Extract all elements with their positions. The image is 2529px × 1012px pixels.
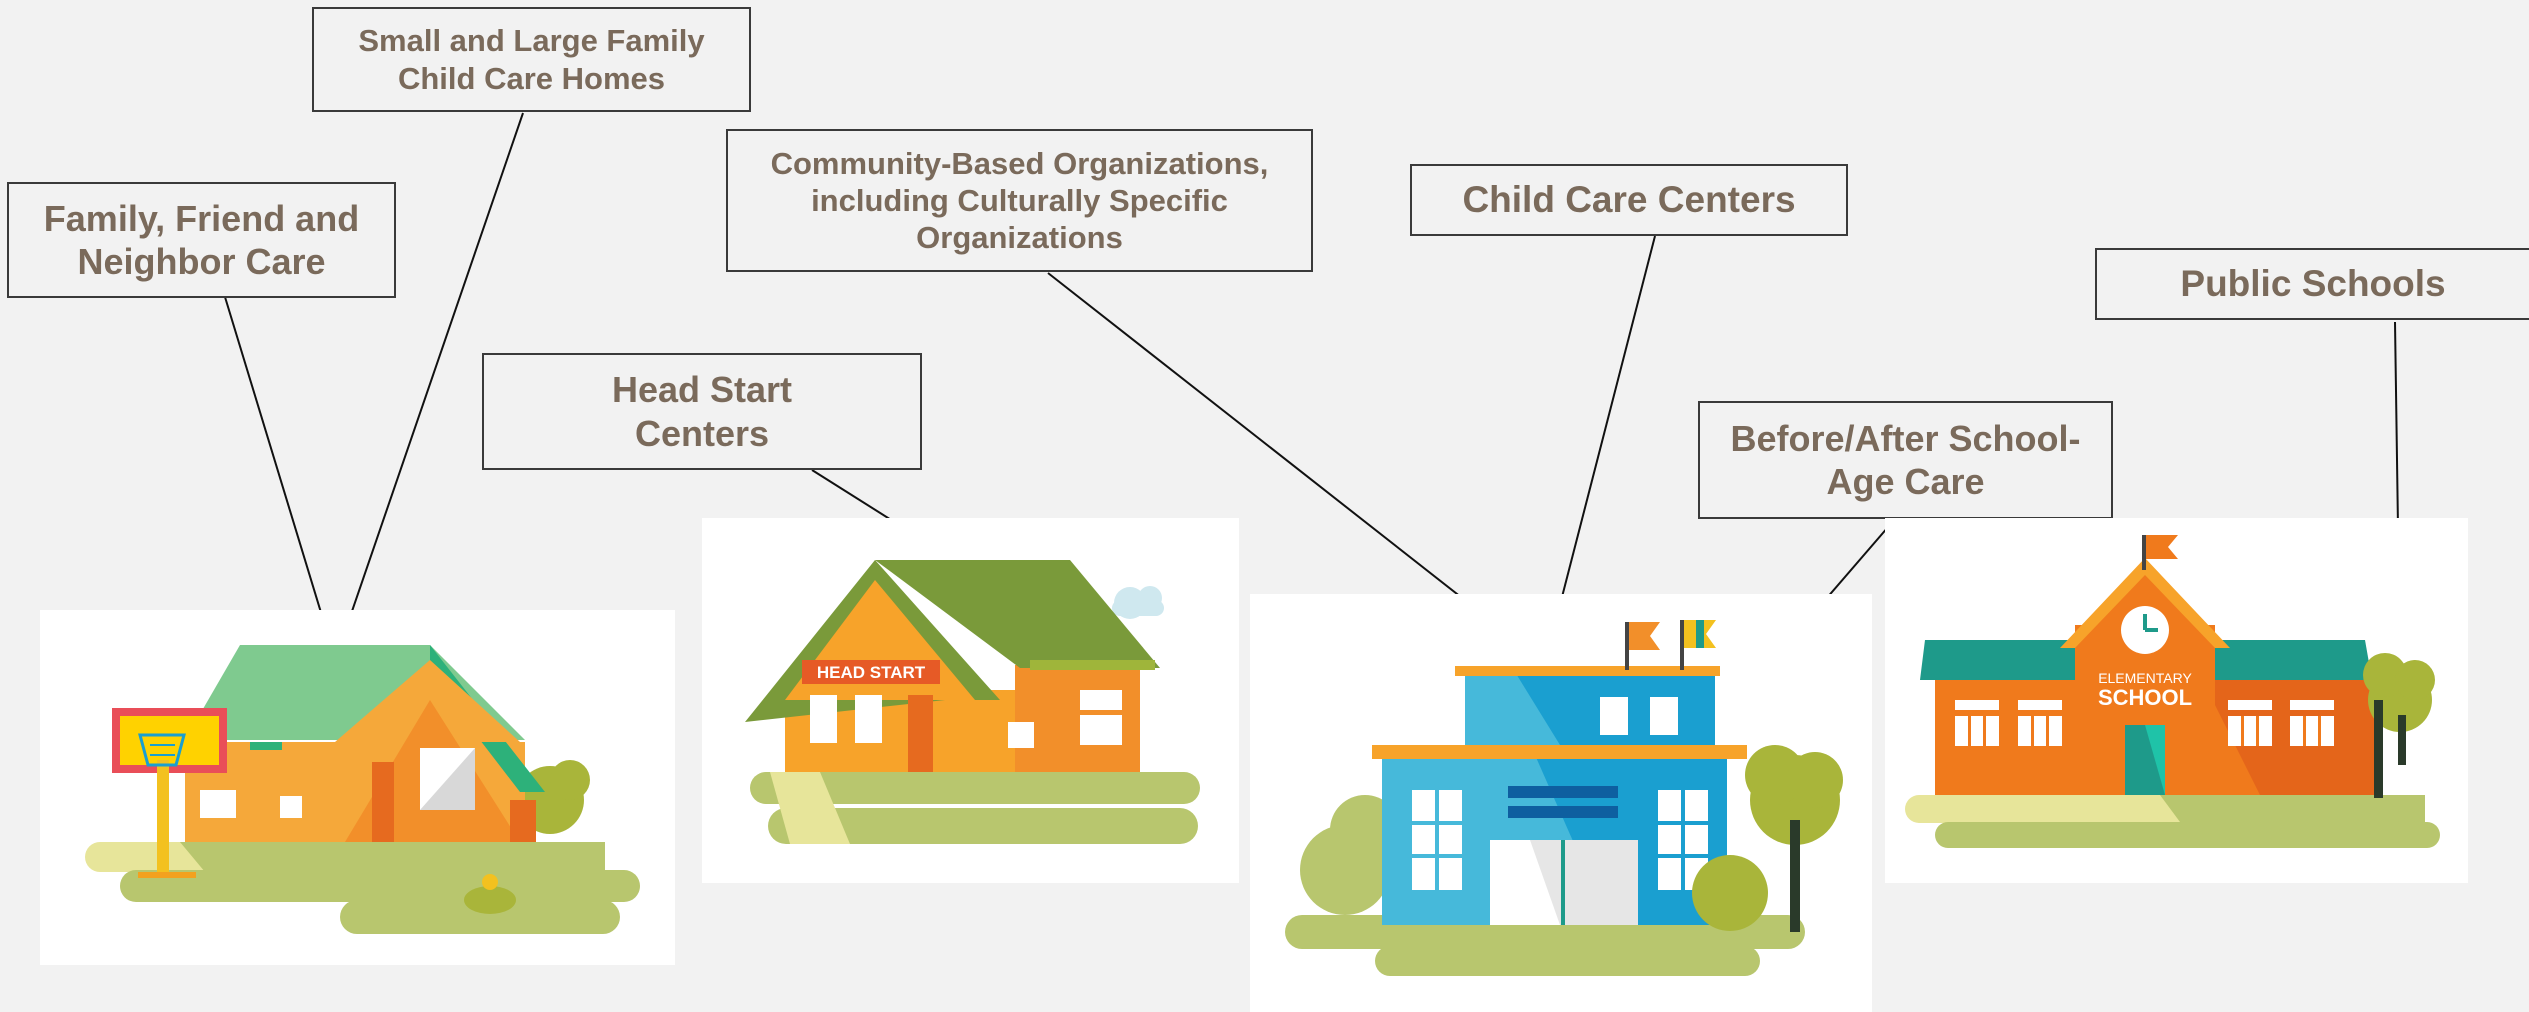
school-illustration: ELEMENTARY SCHOOL xyxy=(1905,535,2440,848)
head-start-sign: HEAD START xyxy=(817,663,926,682)
child-care-center-illustration xyxy=(1285,620,1843,976)
label-line: Neighbor Care xyxy=(77,241,326,282)
label-line: including Culturally Specific xyxy=(811,182,1228,218)
label-child-care-centers: Child Care Centers xyxy=(1410,164,1848,236)
label-line: Family, Friend and xyxy=(43,197,360,239)
label-line: Head Start xyxy=(611,369,793,411)
label-community-based-organizations: Community-Based Organizations,including … xyxy=(726,129,1313,272)
connector-child-care-centers xyxy=(1544,235,1656,664)
school-sign-large: SCHOOL xyxy=(2098,685,2192,710)
connector-family-friend xyxy=(224,296,334,653)
label-line: Organizations xyxy=(916,220,1123,256)
school-sign-small: ELEMENTARY xyxy=(2098,670,2192,686)
label-line: Small and Large Family xyxy=(358,23,705,59)
house-illustration xyxy=(85,645,640,934)
label-before-after-school-age-care: Before/After School-Age Care xyxy=(1698,401,2113,519)
label-public-schools: Public Schools xyxy=(2095,248,2529,320)
label-line: Age Care xyxy=(1826,461,1985,502)
head-start-illustration: HEAD START xyxy=(745,560,1200,844)
label-line: Public Schools xyxy=(2180,262,2446,304)
label-line: Community-Based Organizations, xyxy=(770,145,1269,181)
label-line: Child Care Homes xyxy=(397,60,665,96)
label-line: Centers xyxy=(634,412,770,454)
label-line: Before/After School- xyxy=(1730,417,2081,459)
label-line: Child Care Centers xyxy=(1462,178,1796,220)
connector-small-large xyxy=(337,112,524,653)
